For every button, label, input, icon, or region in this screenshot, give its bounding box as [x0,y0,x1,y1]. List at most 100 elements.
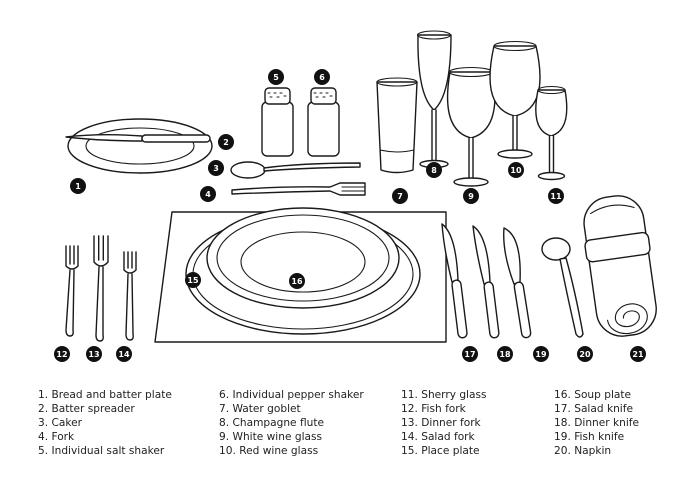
number-marker-4: 4 [200,186,216,202]
napkin [583,195,657,337]
salad-fork [123,251,137,341]
marker-label: 10 [510,166,522,175]
legend-item: 16. Soup plate [554,389,632,401]
legend-column-4: 16. Soup plate 17. Salad knife 18. Dinne… [554,388,639,458]
soup-plate [206,207,400,309]
number-marker-19: 19 [533,346,549,362]
caker [230,161,361,179]
number-marker-3: 3 [208,160,224,176]
marker-label: 17 [464,350,475,359]
soup-spoon [541,237,584,338]
dessert-fork [231,182,366,196]
legend-item: 5. Individual salt shaker [38,445,165,457]
number-marker-12: 12 [54,346,70,362]
marker-label: 19 [535,350,547,359]
legend-item: 17. Salad knife [554,403,633,415]
legend-column-2: 6. Individual pepper shaker 7. Water gob… [219,388,364,458]
legend-item: 8. Champagne flute [219,417,324,429]
number-marker-2: 2 [218,134,234,150]
legend-item: 19. Fish knife [554,431,625,443]
marker-label: 21 [632,350,644,359]
legend-item: 6. Individual pepper shaker [219,389,364,401]
legend-column-3: 11. Sherry glass 12. Fish fork 13. Dinne… [401,388,487,458]
marker-label: 7 [397,192,403,201]
marker-circle [463,188,479,204]
number-marker-14: 14 [116,346,132,362]
legend-item: 14. Salad fork [401,431,475,443]
marker-label: 3 [213,164,219,173]
marker-circle [314,69,330,85]
legend-item: 1. Bread and batter plate [38,389,172,401]
marker-label: 12 [56,350,67,359]
marker-circle [70,178,86,194]
number-marker-11: 11 [548,188,564,204]
dinner-knife [472,225,500,339]
marker-label: 8 [431,166,437,175]
marker-label: 11 [550,192,562,201]
marker-circle [426,162,442,178]
legend-column-1: 1. Bread and batter plate 2. Batter spre… [38,388,172,458]
number-marker-21: 21 [630,346,646,362]
fish-knife [503,227,532,339]
marker-circle [289,273,305,289]
marker-circle [577,346,593,362]
white-wine-glass [446,66,496,187]
marker-circle [533,346,549,362]
marker-label: 13 [88,350,99,359]
legend-item: 12. Fish fork [401,403,466,415]
number-marker-17: 17 [462,346,478,362]
marker-circle [86,346,102,362]
sherry-glass [535,85,568,181]
marker-circle [218,134,234,150]
pepper-shaker [307,87,340,157]
marker-label: 15 [187,276,199,285]
water-goblet [376,77,418,174]
legend-item: 11. Sherry glass [401,389,487,401]
marker-circle [200,186,216,202]
bread-plate [67,118,213,174]
marker-label: 20 [579,350,591,359]
legend-item: 20. Napkin [554,445,612,457]
number-marker-5: 5 [268,69,284,85]
number-marker-20: 20 [577,346,593,362]
number-marker-6: 6 [314,69,330,85]
marker-label: 2 [223,138,229,147]
number-marker-7: 7 [392,188,408,204]
marker-label: 18 [499,350,511,359]
marker-circle [268,69,284,85]
marker-circle [497,346,513,362]
salad-knife [441,223,468,339]
fish-fork [65,245,79,337]
number-marker-9: 9 [463,188,479,204]
number-marker-10: 10 [508,162,524,178]
champagne-flute [416,30,452,169]
red-wine-glass [489,40,541,159]
marker-label: 16 [291,277,303,286]
batter-spreader [65,134,211,143]
dinner-fork [93,235,109,342]
marker-circle [630,346,646,362]
legend-item: 7. Water goblet [219,403,301,415]
marker-label: 4 [205,190,211,199]
legend-item: 10. Red wine glass [219,445,319,457]
marker-label: 6 [319,73,325,82]
marker-circle [208,160,224,176]
marker-circle [392,188,408,204]
marker-label: 1 [75,182,81,191]
salt-shaker [261,87,294,157]
number-marker-1: 1 [70,178,86,194]
marker-circle [462,346,478,362]
number-marker-18: 18 [497,346,513,362]
legend: 1. Bread and batter plate 2. Batter spre… [38,388,678,468]
marker-circle [548,188,564,204]
legend-item: 4. Fork [38,431,75,443]
marker-label: 5 [273,73,279,82]
marker-circle [116,346,132,362]
number-marker-15: 15 [185,272,201,288]
marker-label: 9 [468,192,474,201]
legend-item: 2. Batter spreader [38,403,135,415]
legend-item: 18. Dinner knife [554,417,640,429]
marker-circle [185,272,201,288]
legend-item: 3. Caker [38,417,82,429]
